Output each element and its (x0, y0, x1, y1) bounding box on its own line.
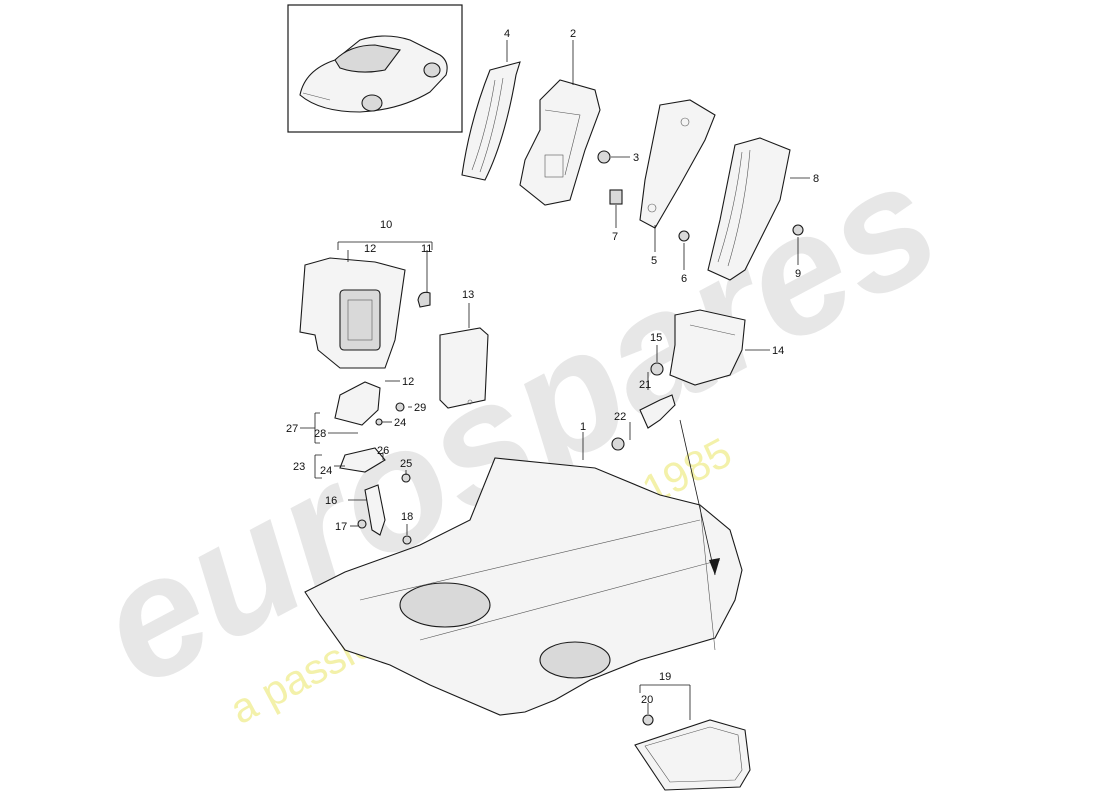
part-15-nut (650, 362, 664, 376)
callout-10: 10 (380, 219, 392, 231)
callout-23: 23 (293, 461, 305, 473)
part-21-grommet (639, 394, 676, 429)
callout-28: 28 (314, 428, 326, 440)
part-11-clip (417, 291, 431, 308)
part-7-clip (609, 189, 623, 205)
callout-12-lower: 12 (402, 376, 414, 388)
callout-15: 15 (650, 332, 662, 344)
callout-25: 25 (400, 458, 412, 470)
part-4-trim-panel (461, 61, 521, 181)
callout-12-upper: 12 (364, 243, 376, 255)
part-19-floor-mat (634, 719, 751, 791)
callout-19: 19 (659, 671, 671, 683)
callout-26: 26 (377, 445, 389, 457)
part-28-bracket (334, 381, 381, 426)
part-6-screw (678, 230, 690, 242)
callout-3: 3 (633, 152, 639, 164)
callout-11: 11 (421, 243, 432, 255)
callout-1: 1 (580, 421, 586, 433)
callout-6: 6 (681, 273, 687, 285)
callout-21: 21 (639, 379, 651, 391)
leader-lines (300, 40, 810, 720)
part-22-fastener (611, 437, 625, 451)
part-25-screw (401, 473, 411, 483)
vehicle-thumbnail (287, 4, 463, 133)
callout-18: 18 (401, 511, 413, 523)
part-13-cover-plate (439, 327, 489, 409)
part-18-plug (402, 535, 412, 545)
callout-2: 2 (570, 28, 576, 40)
part-17-screw (357, 519, 367, 529)
callout-16: 16 (325, 495, 337, 507)
callout-14: 14 (772, 345, 784, 357)
callout-27: 27 (286, 423, 298, 435)
callout-5: 5 (651, 255, 657, 267)
part-3-nut (597, 150, 611, 164)
callout-4: 4 (504, 28, 510, 40)
part-5-pillar-trim (639, 99, 716, 229)
part-1-floor-carpet (304, 457, 743, 716)
callouts: 1 2 3 4 5 6 7 8 9 10 11 12 12 13 14 15 1… (286, 28, 819, 706)
part-16-bracket (364, 484, 386, 536)
part-24-nut-upper (375, 418, 383, 426)
part-14-trim-cover (669, 309, 746, 386)
callout-22: 22 (614, 411, 626, 423)
callout-8: 8 (813, 173, 819, 185)
part-2-trim-piece (519, 79, 601, 206)
part-8-sill-panel (707, 137, 791, 281)
part-20-fastener (642, 714, 654, 726)
callout-17: 17 (335, 521, 347, 533)
callout-7: 7 (612, 231, 618, 243)
callout-9: 9 (795, 268, 801, 280)
part-9-screw (792, 224, 804, 236)
callout-24-lower: 24 (320, 465, 332, 477)
callout-29: 29 (414, 402, 426, 414)
callout-24-upper: 24 (394, 417, 406, 429)
callout-20: 20 (641, 694, 653, 706)
callout-13: 13 (462, 289, 474, 301)
part-29-bolt (395, 402, 405, 412)
